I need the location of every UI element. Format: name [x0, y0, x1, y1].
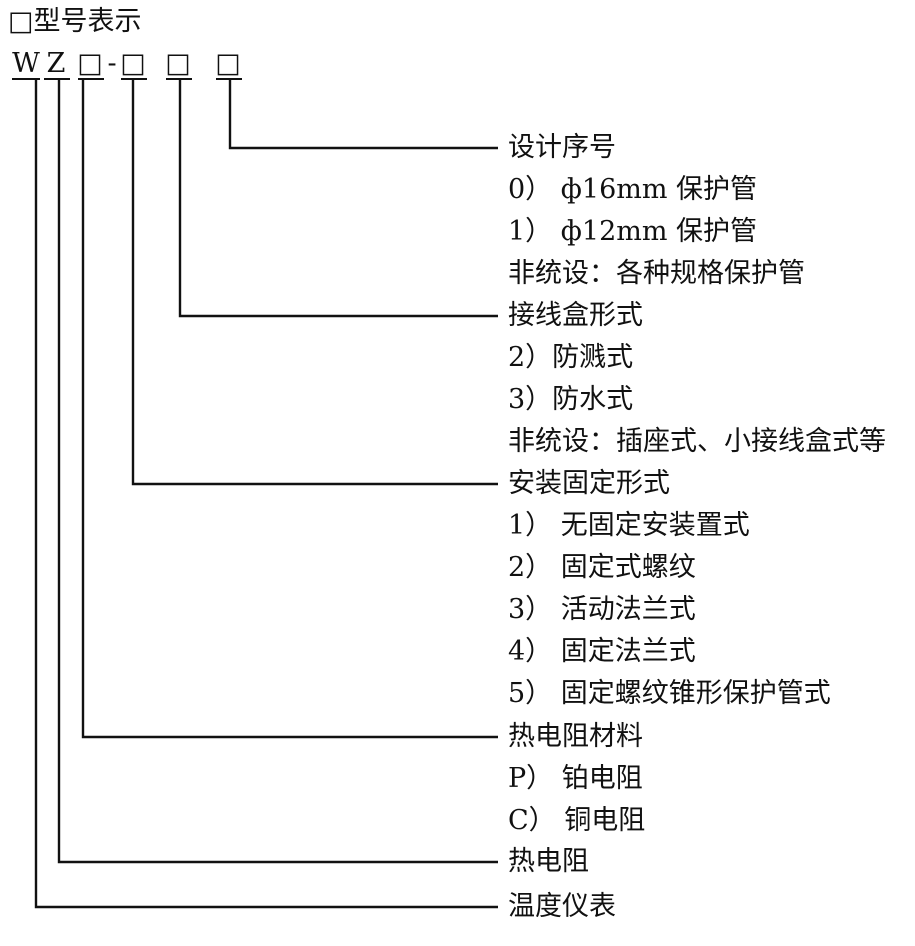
option-mounting-1: 1） 无固定安装置式	[508, 510, 750, 541]
option-design-custom: 非统设：各种规格保护管	[508, 258, 805, 289]
page-title: □型号表示	[8, 6, 142, 37]
option-mounting-2: 2） 固定式螺纹	[508, 552, 696, 583]
code-box-junction: □	[165, 48, 191, 79]
heading-junction-box: 接线盒形式	[508, 300, 643, 331]
option-mounting-5: 5） 固定螺纹锥形保护管式	[508, 678, 831, 709]
connector-material	[81, 80, 498, 739]
connector-mounting	[131, 80, 498, 486]
heading-mounting: 安装固定形式	[508, 468, 670, 499]
connector-instrument	[34, 80, 498, 909]
heading-design-number: 设计序号	[508, 132, 616, 163]
option-mounting-3: 3） 活动法兰式	[508, 594, 696, 625]
code-letter-z: Z	[46, 48, 66, 79]
connector-design-number	[228, 80, 498, 150]
connector-junction-box	[178, 80, 498, 318]
option-junction-3: 3）防水式	[508, 384, 634, 415]
code-box-mounting: □	[120, 48, 146, 79]
option-junction-custom: 非统设：插座式、小接线盒式等	[508, 426, 886, 457]
heading-rtd: 热电阻	[508, 846, 589, 877]
connector-rtd	[57, 80, 498, 864]
heading-material: 热电阻材料	[508, 721, 643, 752]
option-material-c: C） 铜电阻	[508, 805, 646, 836]
code-box-material: □	[77, 48, 103, 79]
code-letter-w: W	[12, 48, 40, 79]
code-dash: -	[107, 48, 117, 79]
option-mounting-4: 4） 固定法兰式	[508, 636, 696, 667]
option-material-p: P） 铂电阻	[508, 763, 643, 794]
option-design-0: 0） ф16mm 保护管	[508, 174, 758, 205]
option-design-1: 1） ф12mm 保护管	[508, 216, 758, 247]
heading-instrument: 温度仪表	[508, 891, 616, 922]
code-box-design: □	[215, 48, 241, 79]
option-junction-2: 2）防溅式	[508, 342, 634, 373]
